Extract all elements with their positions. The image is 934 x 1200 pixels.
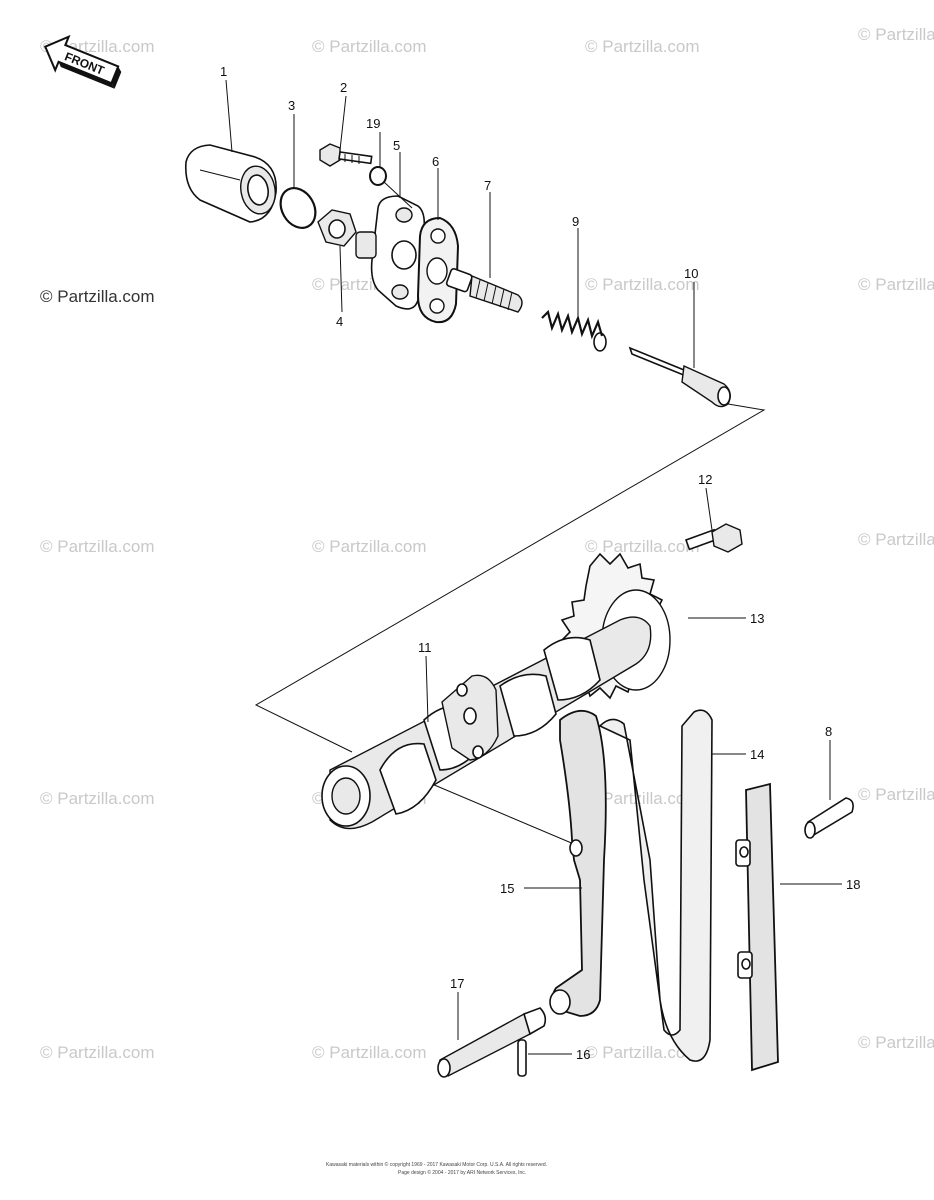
watermark: © Partzilla.com	[585, 37, 700, 56]
callout-16: 16	[576, 1047, 590, 1062]
callout-3: 3	[288, 98, 295, 113]
part-19-washer	[369, 166, 387, 186]
callouts: 1 2 3 4 5 6 7 9 10 19 11 12 13 14 8 18 1…	[220, 64, 860, 1062]
part-2-bolt	[319, 143, 373, 167]
copyright-line-2: Page design © 2004 - 2017 by ARI Network…	[398, 1169, 526, 1176]
part-18-chain-guide	[735, 782, 779, 1072]
part-4-nut	[317, 209, 357, 247]
part-6-gasket	[416, 216, 460, 324]
callout-2: 2	[340, 80, 347, 95]
callout-19: 19	[366, 116, 380, 131]
callout-17: 17	[450, 976, 464, 991]
callout-7: 7	[484, 178, 491, 193]
watermark: © Partzilla.com	[585, 537, 700, 556]
part-10-pin	[628, 346, 731, 408]
assembly-line	[254, 403, 766, 753]
watermarks: © Partzilla.com © Partzilla.com © Partzi…	[40, 25, 934, 1062]
callout-15: 15	[500, 881, 514, 896]
part-8-pin	[804, 797, 854, 839]
watermark: © Partzilla.com	[858, 530, 934, 549]
callout-4: 4	[336, 314, 343, 329]
part-7-push-rod	[445, 268, 523, 313]
part-1-cap	[184, 144, 277, 223]
callout-5: 5	[393, 138, 400, 153]
part-16-pin	[517, 1039, 527, 1077]
callout-14: 14	[750, 747, 764, 762]
part-5-tensioner-body	[355, 195, 426, 310]
watermark: © Partzilla.com	[312, 37, 427, 56]
callout-9: 9	[572, 214, 579, 229]
watermark: © Partzilla.com	[312, 537, 427, 556]
watermark: © Partzilla.com	[858, 785, 934, 804]
part-3-o-ring	[279, 187, 317, 229]
watermark: © Partzilla.com	[312, 1043, 427, 1062]
copyright-line-1: Kawasaki materials within © copyright 19…	[326, 1161, 547, 1168]
watermark: © Partzilla.com	[40, 789, 155, 808]
watermark-dark: © Partzilla.com	[40, 287, 155, 306]
watermark: © Partzilla.com	[858, 1033, 934, 1052]
callout-11: 11	[418, 640, 432, 655]
leader-lines	[225, 79, 842, 1055]
watermark: © Partzilla.com	[858, 25, 934, 44]
part-14-cam-chain	[598, 709, 713, 1062]
watermark: © Partzilla.com	[585, 275, 700, 294]
watermark: © Partzilla.com	[40, 537, 155, 556]
part-11-camshaft	[321, 616, 652, 830]
assembly-line	[431, 783, 589, 851]
callout-10: 10	[684, 266, 698, 281]
callout-13: 13	[750, 611, 764, 626]
part-15-chain-guide	[549, 710, 607, 1017]
callout-6: 6	[432, 154, 439, 169]
watermark: © Partzilla.com	[585, 1043, 700, 1062]
part-9-spring	[541, 309, 607, 352]
callout-1: 1	[220, 64, 227, 79]
watermark: © Partzilla.com	[858, 275, 934, 294]
callout-12: 12	[698, 472, 712, 487]
watermark: © Partzilla.com	[40, 1043, 155, 1062]
copyright-footer: Kawasaki materials within © copyright 19…	[326, 1161, 547, 1176]
part-17-shaft	[437, 1007, 547, 1078]
callout-18: 18	[846, 877, 860, 892]
assembly-line	[383, 181, 413, 209]
callout-8: 8	[825, 724, 832, 739]
part-12-bolt	[684, 523, 743, 553]
watermark: © Partzilla.com	[585, 789, 700, 808]
